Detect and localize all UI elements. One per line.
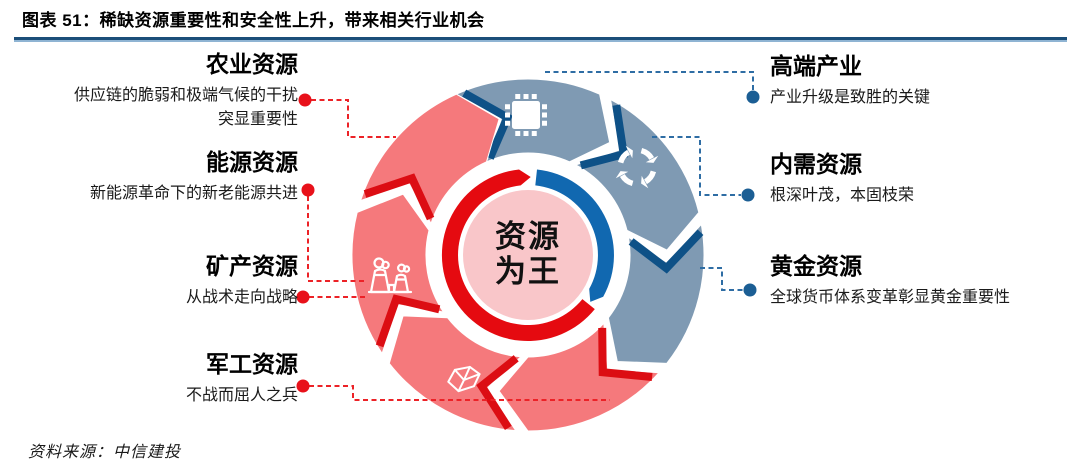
callout-line-domestic: [652, 136, 741, 196]
mineral-crystal-icon: [447, 365, 481, 393]
source-note: 资料来源：中信建投: [28, 444, 182, 461]
center-line-2: 为王: [495, 254, 561, 289]
callout-dot-mineral: [296, 290, 310, 304]
label-desc: 产业升级是致胜的关键: [770, 89, 931, 106]
label-heading: 农业资源: [206, 51, 298, 77]
label-mineral-resources: 矿产资源 从战术走向战略: [0, 252, 298, 309]
callout-dot-agriculture: [298, 93, 312, 107]
cpu-chip-icon: [505, 94, 547, 136]
callout-lines: [307, 71, 754, 401]
label-desc: 从战术走向战略: [185, 289, 298, 306]
label-desc: 新能源革命下的新老能源共进: [89, 185, 298, 202]
callout-line-energy: [307, 196, 366, 282]
label-heading: 能源资源: [206, 149, 298, 175]
wheel-segments: [351, 78, 705, 432]
label-heading: 内需资源: [770, 151, 862, 177]
center-circle: [463, 190, 593, 320]
callout-line-agriculture: [311, 99, 396, 138]
callout-dots: [296, 90, 760, 393]
label-desc: 供应链的脆弱和极端气候的干扰: [73, 87, 298, 104]
callout-dot-energy: [301, 183, 315, 197]
label-desc: 突显重要性: [217, 111, 298, 128]
label-agriculture-resources: 农业资源 供应链的脆弱和极端气候的干扰 突显重要性: [0, 50, 298, 131]
label-gold-resources: 黄金资源 全球货币体系变革彰显黄金重要性: [770, 252, 1070, 309]
title-rule-light: [14, 40, 1067, 42]
label-heading: 军工资源: [206, 351, 298, 377]
callout-dot-gold: [743, 283, 757, 297]
callout-dot-military: [296, 379, 310, 393]
center-circle-label: 资源 为王: [428, 206, 628, 304]
center-line-1: 资源: [495, 219, 561, 255]
label-energy-resources: 能源资源 新能源革命下的新老能源共进: [0, 148, 298, 205]
label-desc: 不战而屈人之兵: [185, 387, 298, 404]
label-desc: 全球货币体系变革彰显黄金重要性: [770, 289, 1011, 306]
label-desc: 根深叶茂，本固枝荣: [770, 187, 915, 204]
callout-line-military: [309, 385, 610, 401]
recycle-arrows-icon: [615, 145, 659, 189]
label-domestic-demand-resources: 内需资源 根深叶茂，本固枝荣: [770, 150, 1070, 207]
label-heading: 高端产业: [770, 53, 862, 79]
label-military-resources: 军工资源 不战而屈人之兵: [0, 350, 298, 407]
figure-title: 图表 51：稀缺资源重要性和安全性上升，带来相关行业机会: [22, 11, 485, 30]
callout-line-gold: [700, 267, 743, 291]
callout-dot-domestic: [741, 188, 755, 202]
label-heading: 矿产资源: [206, 253, 298, 279]
callout-line-highend: [545, 71, 754, 90]
callout-dot-highend: [746, 90, 760, 104]
label-highend-industry: 高端产业 产业升级是致胜的关键: [770, 52, 1070, 109]
factory-icon: [367, 257, 413, 294]
title-rule: [14, 37, 1067, 40]
label-heading: 黄金资源: [770, 253, 862, 279]
